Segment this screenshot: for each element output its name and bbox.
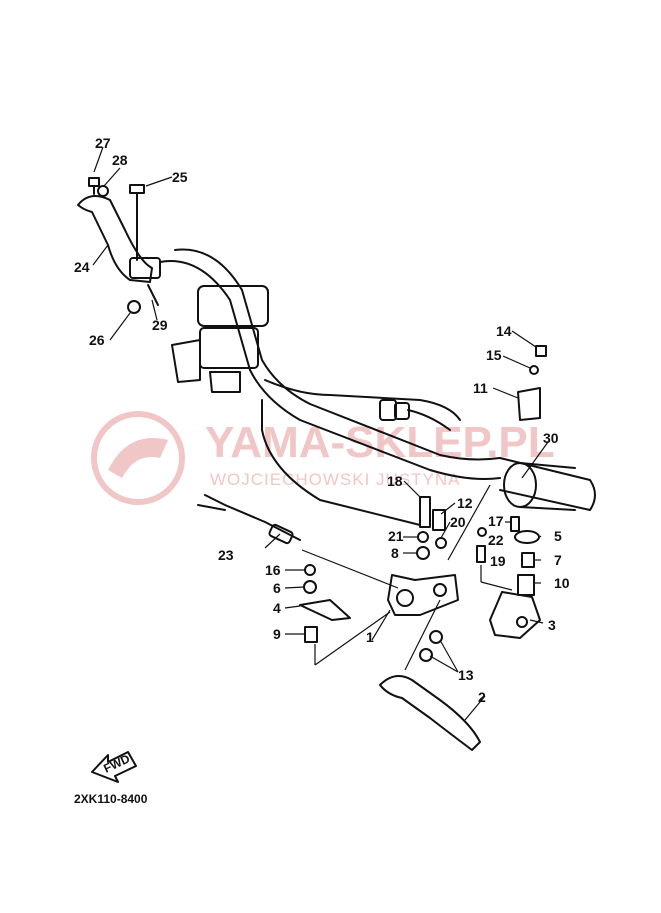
fwd-label: FWD [101,751,132,775]
bolt-14 [535,345,547,357]
spring-29 [147,284,159,306]
callout-12: 12 [457,495,473,511]
callout-17: 17 [488,513,504,529]
grip-30 [503,462,576,511]
callout-20: 20 [450,514,466,530]
pin-19 [476,545,486,563]
callout-25: 25 [172,169,188,185]
nut-26 [127,300,141,314]
callout-18: 18 [387,473,403,489]
callout-4: 4 [273,600,281,616]
bolt-12 [432,509,446,531]
cable-end [379,399,451,431]
bolt-25 [129,184,145,261]
spring-10 [517,574,535,596]
plunger-7 [521,552,535,568]
bracket-11 [517,387,541,421]
washer-20 [435,537,447,549]
fwd-arrow-icon: FWD [91,751,137,783]
switch-3 [489,591,541,639]
callout-15: 15 [486,347,502,363]
callout-27: 27 [95,135,111,151]
callout-14: 14 [496,323,512,339]
callouts: 27 28 25 24 26 29 14 15 11 30 18 12 20 2… [74,135,570,705]
bolt-18 [419,496,431,528]
screw-9 [304,626,318,643]
callout-28: 28 [112,152,128,168]
callout-7: 7 [554,552,562,568]
nut-13b [429,630,443,644]
callout-21: 21 [388,528,404,544]
part-5 [514,530,540,544]
washer-6 [303,580,317,594]
diagram-code: 2XK110-8400 [74,792,148,806]
leader-lines [92,146,549,721]
clutch-lever-24 [77,195,161,283]
callout-23: 23 [218,547,234,563]
leader-11 [492,387,519,399]
callout-11: 11 [473,380,488,396]
callout-13: 13 [458,667,474,683]
master-cylinder [171,285,269,393]
callout-1: 1 [366,629,374,645]
callout-5: 5 [554,528,562,544]
callout-3: 3 [548,617,556,633]
callout-22: 22 [488,532,504,548]
callout-2: 2 [478,689,486,705]
nut-8 [416,546,430,560]
callout-6: 6 [273,580,281,596]
callout-29: 29 [152,317,168,333]
washer-15 [529,365,539,375]
washer-21 [417,531,429,543]
handlebar [159,248,596,526]
lever-holder-1 [387,574,459,616]
watermark-logo [91,411,185,505]
screw-17 [510,516,520,532]
callout-16: 16 [265,562,281,578]
callout-10: 10 [554,575,570,591]
callout-8: 8 [391,545,399,561]
callout-24: 24 [74,259,90,275]
plate-4 [299,599,351,621]
bolt-27 [88,177,100,195]
nut-13a [419,648,433,662]
washer-22 [477,527,487,537]
callout-26: 26 [89,332,105,348]
watermark-logo-mark [108,438,168,478]
nut-28 [97,185,109,197]
callout-9: 9 [273,626,281,642]
brake-lever-2 [379,675,481,751]
watermark-subtitle: WOJCIECHOWSKI JUSTYNA [210,470,461,489]
watermark: YAMA-SKLEP.PL WOJCIECHOWSKI JUSTYNA [91,411,555,505]
nut-16 [304,564,316,576]
watermark-title: YAMA-SKLEP.PL [205,418,555,467]
callout-19: 19 [490,553,506,569]
callout-30: 30 [543,430,559,446]
switch-wire-23 [197,494,301,545]
